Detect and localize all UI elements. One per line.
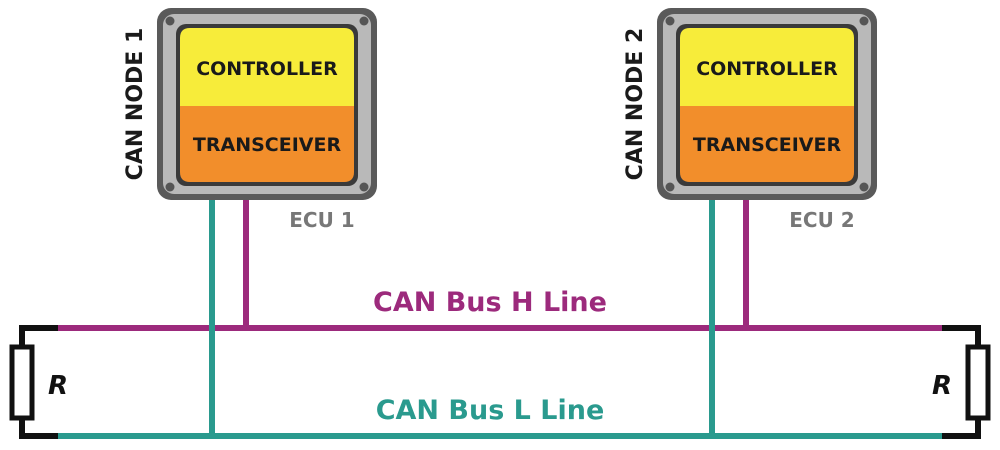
can-l-line-label: CAN Bus L Line (376, 395, 605, 426)
ecu-1: CONTROLLER TRANSCEIVER ECU 1 CAN NODE 1 (123, 8, 377, 232)
right-resistor-wire (942, 325, 981, 347)
left-termination: R (9, 325, 68, 439)
right-resistor-wire-bottom (942, 418, 981, 439)
ecu-2-screw-br (859, 182, 869, 192)
ecu-2-controller-block (680, 28, 854, 106)
right-resistor-label: R (932, 371, 952, 401)
right-termination: R (932, 325, 991, 439)
ecu-1-label: ECU 1 (289, 208, 354, 232)
ecu-2-transceiver-label: TRANSCEIVER (693, 134, 842, 156)
right-resistor (965, 344, 991, 421)
ecu-1-transceiver-label: TRANSCEIVER (193, 134, 342, 156)
ecu-1-controller-block (180, 28, 354, 106)
ecu-1-screw-br (359, 182, 369, 192)
can-node-2-side-label: CAN NODE 2 (623, 28, 648, 181)
ecu-1-screw-tr (359, 16, 369, 26)
ecu-1-transceiver-block (180, 106, 354, 182)
ecu-2: CONTROLLER TRANSCEIVER ECU 2 CAN NODE 2 (623, 8, 877, 232)
ecu-2-controller-label: CONTROLLER (696, 58, 838, 80)
left-resistor-wire-bottom (19, 418, 58, 439)
ecu-1-screw-bl (165, 182, 175, 192)
left-resistor-label: R (48, 371, 68, 401)
can-h-line-label: CAN Bus H Line (373, 287, 607, 318)
ecu-1-screw-tl (165, 16, 175, 26)
ecu-1-controller-label: CONTROLLER (196, 58, 338, 80)
ecu-2-screw-tl (665, 16, 675, 26)
ecu-2-transceiver-block (680, 106, 854, 182)
left-resistor-wire (19, 325, 58, 347)
ecu-2-screw-tr (859, 16, 869, 26)
left-resistor (9, 344, 35, 421)
ecu-2-screw-bl (665, 182, 675, 192)
can-node-1-side-label: CAN NODE 1 (123, 28, 148, 181)
ecu-2-label: ECU 2 (789, 208, 854, 232)
